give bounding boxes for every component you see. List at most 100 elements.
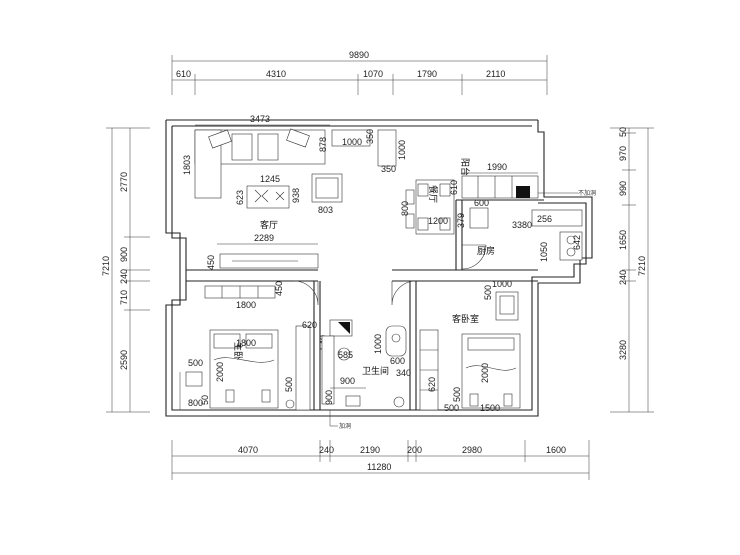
bath-dim-600: 600	[390, 356, 405, 366]
left-seg-5: 2590	[119, 350, 129, 370]
master-closet	[295, 325, 311, 411]
bathroom-label: 卫生间	[362, 365, 389, 376]
bath-dim-340: 340	[396, 368, 411, 378]
floor-drain	[345, 395, 361, 407]
bottom-dimensions: 4070 240 2190 200 2980 1600 11280	[171, 440, 590, 480]
dining-chair	[405, 189, 415, 205]
armchair-seat	[315, 177, 339, 199]
right-seg-1: 50	[618, 127, 628, 137]
coffee-table-width-dim: 1245	[260, 174, 280, 184]
kitchen: 厨房 3380 256 厨房 1050 642	[469, 207, 583, 262]
tall-cabinet	[377, 129, 397, 167]
no-add-note: 不加洞	[578, 189, 596, 197]
bath-dim-900b: 900	[324, 390, 334, 405]
coffee-table	[246, 185, 290, 209]
master-bed-width-dim: 1800	[236, 338, 256, 348]
right-total-dim: 7210	[637, 256, 647, 276]
kitchen-depth-dim: 1050	[539, 242, 549, 262]
shower-head	[391, 333, 401, 343]
right-seg-3: 990	[618, 181, 628, 196]
guest-dim-500b: 500	[444, 403, 459, 413]
bathroom: 620 540 585 900 900 卫生间 1000 600 340 加洞	[302, 319, 411, 430]
tall-cabinet-depth: 350	[381, 164, 396, 174]
bottom-seg-2: 240	[319, 445, 334, 455]
right-seg-6: 3280	[618, 340, 628, 360]
bottom-seg-1: 4070	[238, 445, 258, 455]
guest-dim-500: 500	[483, 285, 493, 300]
add-note: 加洞	[339, 422, 351, 430]
kitchen-width-dim: 3380	[512, 220, 532, 230]
pillow	[245, 333, 273, 349]
bath-shelf	[321, 335, 335, 405]
burner	[566, 247, 576, 257]
dining-chair	[439, 183, 451, 197]
right-seg-2: 970	[618, 146, 628, 161]
outlet	[285, 399, 295, 409]
master-bedroom-label: 主卧	[233, 342, 244, 360]
wardrobe-width-dim: 1800	[236, 300, 256, 310]
burner	[566, 235, 576, 245]
guest-bedroom: 1000 500 客卧室 620 2000 1500 500 500	[419, 279, 521, 413]
balcony-marker	[516, 186, 530, 198]
dining-depth-dim: 610	[449, 180, 459, 195]
cabinet-width-dim: 1000	[342, 137, 362, 147]
dining-chair	[417, 183, 429, 197]
bath-dim-900: 900	[340, 376, 355, 386]
balcony-width-dim: 1990	[487, 162, 507, 172]
coffee-table-decor	[254, 189, 285, 203]
armchair-dim: 803	[318, 205, 333, 215]
master-bedroom: 1800 450 1800 主卧 2000 500 800 50 500	[179, 281, 311, 411]
tv-width-dim: 2289	[254, 233, 274, 243]
top-seg-4: 1790	[417, 69, 437, 79]
sofa-arm-dim: 878	[318, 137, 328, 152]
left-seg-4: 710	[119, 290, 129, 305]
fridge	[469, 207, 489, 229]
nightstand-dim: 500	[188, 358, 203, 368]
guest-bedroom-label: 客卧室	[452, 313, 479, 324]
dining-area: 阳台 1990 不加洞 餐厅 610 600 800 1200 379	[400, 158, 596, 235]
left-dimensions: 7210 2770 900 240 710 2590	[101, 127, 150, 413]
doors	[293, 244, 487, 306]
washbasin	[393, 396, 405, 408]
sofa-cushion-2	[286, 128, 310, 148]
bottom-seg-6: 1600	[546, 445, 566, 455]
cabinet-depth-dim: 350	[365, 129, 375, 144]
top-total-dim: 9890	[349, 50, 369, 60]
balcony-label: 阳台	[460, 158, 471, 176]
bedside-table	[225, 389, 235, 403]
top-seg-3: 1070	[363, 69, 383, 79]
sofa-cushion-1	[208, 129, 232, 149]
guest-desk-chair	[499, 295, 515, 315]
left-total-dim: 7210	[101, 256, 111, 276]
bottom-total-dim: 11280	[367, 462, 391, 472]
left-seg-3: 240	[119, 269, 129, 284]
guest-bed-length-dim: 2000	[480, 363, 490, 383]
master-bed-length-dim: 2000	[215, 362, 225, 382]
coffee-table-h-dim: 938	[291, 188, 301, 203]
kitchen-counter	[531, 209, 583, 227]
top-seg-5: 2110	[486, 69, 505, 79]
dining-label: 餐厅	[428, 185, 439, 203]
bottom-seg-5: 2980	[462, 445, 482, 455]
dining-width-dim: 600	[474, 198, 489, 208]
sofa-seat-1	[231, 133, 253, 161]
guest-pillow	[467, 337, 515, 351]
dining-chair	[405, 213, 415, 229]
guest-bed-width-dim: 1500	[480, 403, 500, 413]
kitchen-side-dim: 256	[537, 214, 552, 224]
left-seg-2: 900	[119, 247, 129, 262]
stove	[559, 231, 583, 261]
bottom-seg-3: 2190	[360, 445, 380, 455]
right-dimensions: 50 970 990 1650 240 3280 7210	[610, 127, 654, 413]
top-dimensions: 9890 610 4310 1070 1790 2110	[171, 50, 548, 95]
top-seg-1: 610	[176, 69, 191, 79]
desk-dim: 800	[188, 398, 203, 408]
guest-bedside	[503, 393, 513, 407]
living-room: 3473 1803 878 1000 350 1000 350 1245 623…	[182, 114, 407, 270]
dining-chair	[417, 217, 429, 231]
guest-dim-620: 620	[427, 377, 437, 392]
top-seg-2: 4310	[266, 69, 286, 79]
bath-marker	[338, 322, 350, 334]
dining-h-dim: 800	[400, 201, 410, 216]
